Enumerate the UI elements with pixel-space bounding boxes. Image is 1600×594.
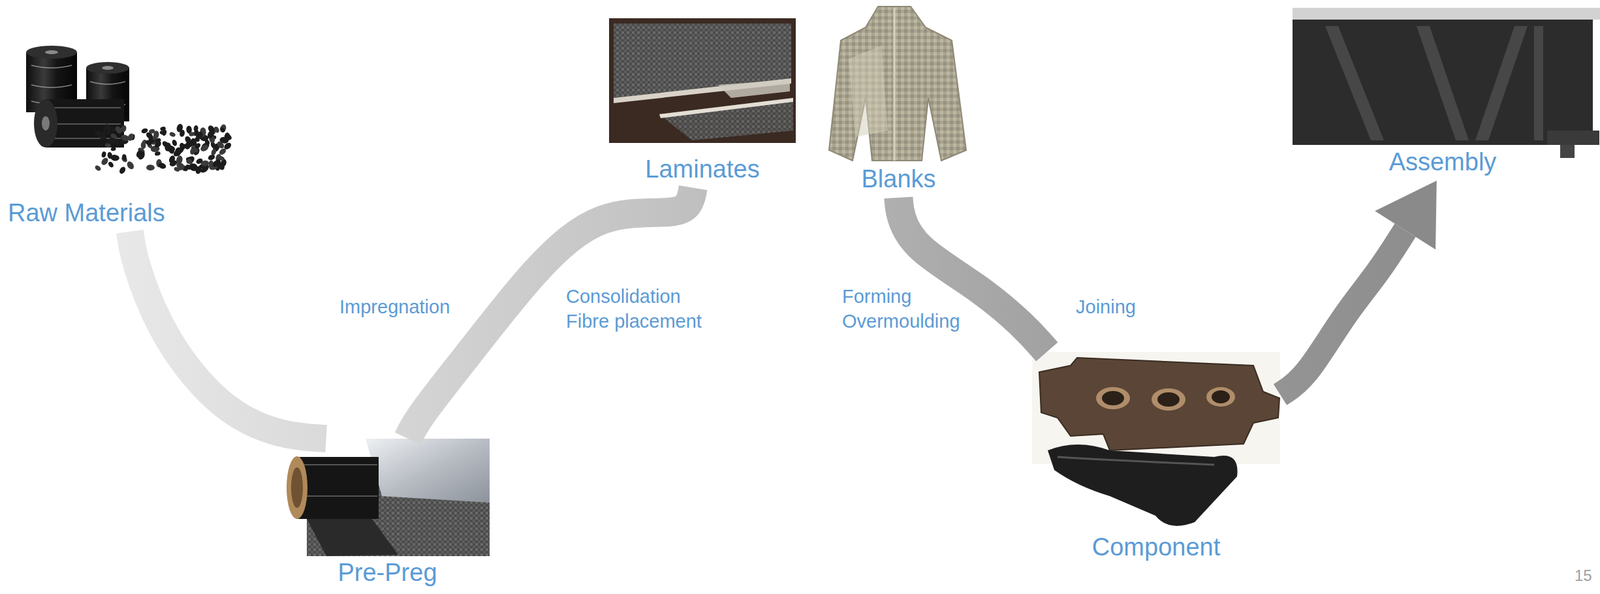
process-stage: Assembly (1292, 7, 1593, 181)
pellet (161, 140, 170, 149)
picture-space (828, 5, 969, 166)
picture-space (1292, 7, 1593, 149)
pellet (218, 155, 226, 162)
process-step: Impregnation (339, 295, 484, 320)
arrow-head (1374, 180, 1437, 250)
pellet (100, 135, 108, 140)
assembly-picture (1292, 7, 1600, 158)
pellet (137, 150, 147, 161)
pellet (188, 131, 196, 137)
pellet (122, 154, 128, 161)
process-band (1280, 230, 1406, 395)
pellet (107, 151, 113, 159)
pellet (144, 131, 155, 141)
pellet (107, 160, 115, 169)
pellet (106, 137, 117, 146)
pellet (194, 130, 205, 142)
pellet (146, 164, 155, 171)
process-stage: Raw Materials (7, 39, 230, 232)
pellet (219, 123, 228, 134)
blanks-picture (829, 6, 967, 161)
component-picture (1032, 351, 1281, 527)
stage-label: Component (1032, 533, 1281, 563)
raw-materials-picture (26, 45, 233, 175)
process-band-group (129, 231, 327, 439)
pellet (171, 139, 178, 147)
pellet (206, 153, 216, 161)
pellet (200, 159, 209, 167)
pellet (218, 146, 228, 157)
picture-space (285, 438, 490, 559)
process-stage: Pre-Preg (285, 438, 490, 592)
pellet (194, 165, 203, 175)
stage-label: Assembly (1292, 148, 1593, 177)
process-stage: Component (1032, 351, 1281, 566)
pellet (175, 154, 184, 165)
stage-label: Pre-Preg (285, 558, 490, 588)
pellet (125, 159, 136, 171)
pellet (118, 165, 127, 175)
picture-space (1032, 351, 1281, 534)
stage-label: Raw Materials (7, 199, 230, 228)
pellet (186, 157, 194, 166)
pellet (183, 135, 193, 145)
process-band-group (1280, 180, 1437, 395)
pellet (219, 136, 230, 144)
pellet (215, 160, 226, 172)
pellet (101, 150, 108, 158)
pellet (169, 131, 177, 138)
process-step: Consolidation Fibre placement (565, 284, 710, 334)
pellet (184, 154, 196, 166)
pellet (110, 146, 117, 152)
pellet (157, 161, 167, 170)
pellet (99, 156, 110, 167)
pellet (175, 123, 184, 134)
pellet (120, 124, 127, 133)
process-step: Joining (1075, 295, 1220, 320)
pellet (114, 125, 122, 134)
pellet (206, 129, 216, 140)
pellet (199, 143, 210, 153)
process-stage: Laminates (609, 18, 796, 189)
pellet (189, 148, 196, 155)
picture-space (7, 39, 230, 200)
laminates-picture (609, 18, 796, 143)
stage-label: Blanks (828, 165, 969, 194)
pellet (153, 140, 163, 149)
pellet (97, 129, 108, 140)
pellet (208, 159, 214, 167)
pellet (219, 126, 226, 134)
pellet (159, 129, 166, 136)
pellet (126, 132, 135, 142)
pellet (173, 166, 181, 173)
stage-label: Laminates (609, 155, 796, 185)
pellet (94, 164, 102, 172)
process-stage: Blanks (828, 5, 969, 198)
process-step: Forming Overmoulding (842, 284, 986, 334)
prepreg-picture (286, 438, 490, 557)
pellet (144, 139, 153, 147)
process-band (129, 231, 327, 439)
picture-space (609, 18, 796, 156)
page-number: 15 (1574, 566, 1593, 586)
